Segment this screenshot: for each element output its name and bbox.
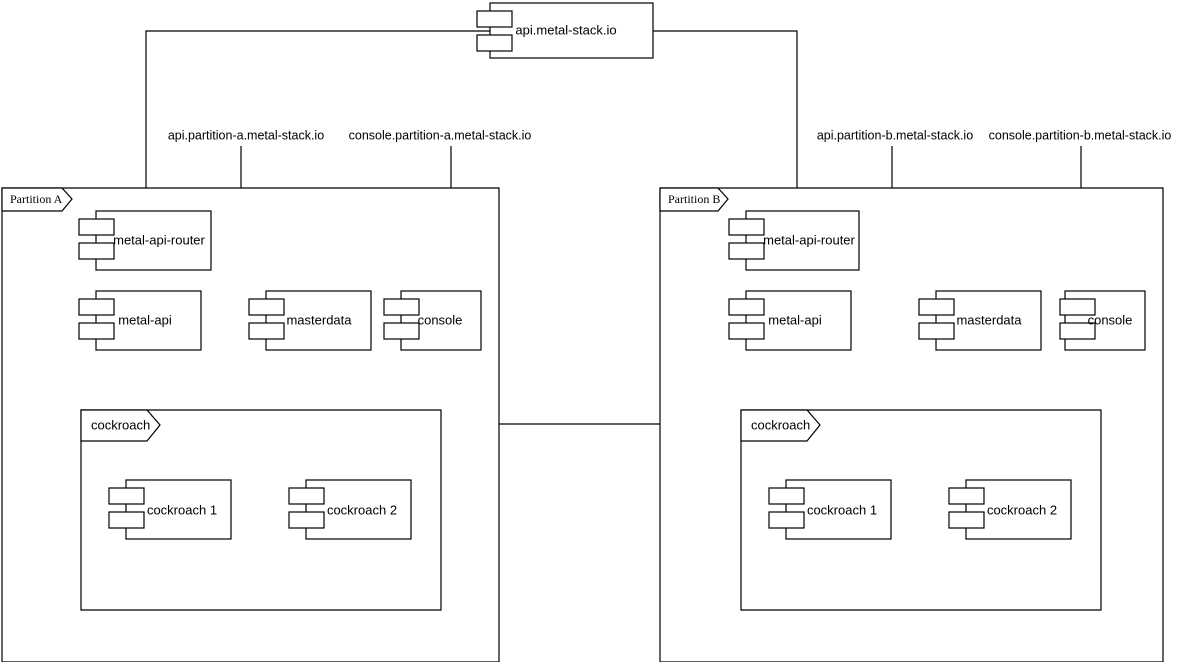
- uml-component-icon: [1059, 298, 1096, 340]
- uml-component-icon: [728, 218, 765, 260]
- edge-api-to-router-a: [141, 30, 490, 206]
- uml-component-icon: [768, 487, 805, 529]
- component-metal-api-router-a[interactable]: metal-api-router: [78, 210, 212, 271]
- component-metal-api-a[interactable]: metal-api: [78, 290, 202, 351]
- cockroach-group-label: cockroach: [91, 417, 150, 432]
- edge-label-console-partition-a: console.partition-a.metal-stack.io: [349, 128, 532, 142]
- uml-component-icon: [288, 487, 325, 529]
- edge-label-console-partition-b: console.partition-b.metal-stack.io: [989, 128, 1172, 142]
- component-cockroach-2-a[interactable]: cockroach 2: [288, 479, 412, 540]
- cockroach-group-b[interactable]: cockroach: [740, 409, 1102, 611]
- component-label: cockroach 1: [807, 502, 877, 517]
- component-label: cockroach 1: [147, 502, 217, 517]
- uml-component-icon: [78, 298, 115, 340]
- cockroach-group-label: cockroach: [751, 417, 810, 432]
- uml-component-icon: [248, 298, 285, 340]
- component-label: console: [418, 312, 463, 327]
- uml-component-icon: [948, 487, 985, 529]
- component-label: metal-api: [118, 312, 172, 327]
- component-label: cockroach 2: [987, 502, 1057, 517]
- component-masterdata-a[interactable]: masterdata: [248, 290, 372, 351]
- component-label: masterdata: [286, 312, 352, 327]
- component-metal-api-b[interactable]: metal-api: [728, 290, 852, 351]
- component-label: cockroach 2: [327, 502, 397, 517]
- uml-component-icon: [476, 10, 513, 52]
- component-label: api.metal-stack.io: [515, 22, 616, 37]
- component-label: metal-api-router: [763, 232, 855, 247]
- uml-component-icon: [728, 298, 765, 340]
- edge-label-api-partition-b: api.partition-b.metal-stack.io: [817, 128, 973, 142]
- component-cockroach-2-b[interactable]: cockroach 2: [948, 479, 1072, 540]
- component-console-a[interactable]: console: [383, 290, 482, 351]
- component-cockroach-1-b[interactable]: cockroach 1: [768, 479, 892, 540]
- component-label: metal-api: [768, 312, 822, 327]
- component-api-metal-stack-io[interactable]: api.metal-stack.io: [476, 2, 654, 59]
- uml-component-icon: [383, 298, 420, 340]
- component-label: metal-api-router: [113, 232, 205, 247]
- partition-b-label: Partition B: [668, 192, 720, 206]
- component-cockroach-1-a[interactable]: cockroach 1: [108, 479, 232, 540]
- component-metal-api-router-b[interactable]: metal-api-router: [728, 210, 860, 271]
- uml-component-icon: [108, 487, 145, 529]
- component-label: masterdata: [956, 312, 1022, 327]
- component-masterdata-b[interactable]: masterdata: [918, 290, 1042, 351]
- component-label: console: [1088, 312, 1133, 327]
- uml-component-icon: [918, 298, 955, 340]
- component-console-b[interactable]: console: [1059, 290, 1146, 351]
- cockroach-group-a[interactable]: cockroach: [80, 409, 442, 611]
- edge-api-to-router-b: [653, 30, 802, 206]
- uml-component-icon: [78, 218, 115, 260]
- partition-a-label: Partition A: [10, 192, 63, 206]
- edge-label-api-partition-a: api.partition-a.metal-stack.io: [168, 128, 324, 142]
